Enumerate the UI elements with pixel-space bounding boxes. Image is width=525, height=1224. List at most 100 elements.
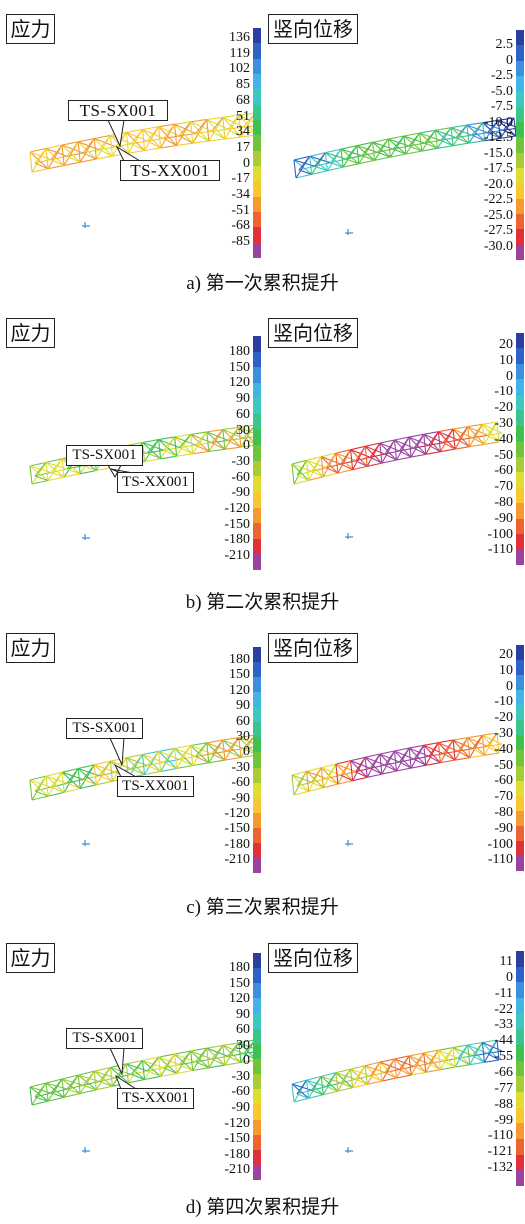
truss-member bbox=[131, 768, 145, 776]
truss-member bbox=[176, 121, 192, 146]
truss-member bbox=[208, 448, 225, 453]
scale-tick-label: 0 bbox=[506, 368, 513, 384]
truss-member bbox=[364, 446, 368, 467]
scale-tick-label: -100 bbox=[487, 836, 513, 852]
color-band bbox=[516, 487, 524, 504]
truss-member bbox=[320, 456, 324, 477]
truss-member bbox=[428, 742, 439, 757]
truss-member bbox=[467, 737, 471, 758]
scale-tick-label: 30 bbox=[236, 729, 250, 744]
truss-member bbox=[442, 428, 454, 444]
truss-member bbox=[66, 155, 81, 163]
truss-member bbox=[131, 1073, 145, 1081]
truss-member bbox=[469, 1061, 485, 1066]
truss-member bbox=[190, 745, 194, 766]
truss-member bbox=[408, 1052, 424, 1057]
truss-member bbox=[311, 170, 328, 175]
truss-member bbox=[29, 147, 47, 153]
truss-member bbox=[80, 1089, 97, 1095]
truss-member bbox=[31, 479, 49, 485]
truss-member bbox=[408, 145, 422, 152]
truss-member bbox=[379, 1058, 395, 1063]
truss-member bbox=[408, 433, 424, 438]
truss-member bbox=[190, 434, 194, 454]
callout-ts-sx001: TS-SX001 bbox=[66, 718, 143, 739]
truss-member bbox=[355, 771, 368, 778]
truss-member bbox=[163, 137, 177, 146]
truss-member bbox=[352, 465, 368, 471]
truss-member bbox=[399, 1055, 410, 1070]
truss-member bbox=[163, 1067, 177, 1074]
truss-member bbox=[369, 753, 381, 769]
color-band bbox=[253, 953, 261, 969]
callout-ts-sx001: TS-SX001 bbox=[66, 445, 143, 466]
color-band bbox=[516, 1154, 524, 1171]
truss-member bbox=[174, 1054, 178, 1074]
truss-member bbox=[99, 149, 113, 157]
truss-member bbox=[498, 117, 515, 121]
color-band bbox=[516, 425, 524, 442]
truss-member bbox=[321, 1072, 337, 1077]
color-band bbox=[516, 1092, 524, 1108]
scale-tick-label: 0 bbox=[243, 155, 250, 171]
scale-tick-label: -180 bbox=[224, 532, 250, 548]
truss-member bbox=[147, 1070, 161, 1077]
truss-member bbox=[326, 778, 339, 785]
scale-tick-label: -10 bbox=[494, 694, 513, 710]
truss-member bbox=[408, 437, 412, 458]
color-band bbox=[253, 797, 261, 813]
scale-tick-label: -120 bbox=[224, 501, 250, 516]
scale-tick-label: -15.0 bbox=[483, 145, 513, 161]
truss-member bbox=[130, 129, 143, 145]
scale-tick-label: -90 bbox=[494, 820, 513, 836]
scale-tick-label: 90 bbox=[236, 1006, 250, 1022]
color-band bbox=[253, 707, 261, 723]
truss-member bbox=[240, 734, 256, 758]
truss-member bbox=[323, 472, 339, 478]
truss-member bbox=[222, 429, 226, 450]
truss-member bbox=[437, 742, 441, 763]
truss-member bbox=[34, 162, 49, 170]
truss-member bbox=[337, 780, 353, 785]
truss-member bbox=[110, 757, 127, 762]
scale-tick-label: -99 bbox=[494, 1112, 513, 1128]
color-scale-bar bbox=[516, 333, 524, 566]
truss-member bbox=[47, 1096, 65, 1102]
color-band bbox=[516, 1170, 524, 1187]
color-band bbox=[516, 30, 524, 46]
truss-member bbox=[434, 130, 438, 149]
scale-tick-label: -77 bbox=[494, 1080, 513, 1096]
truss-member bbox=[238, 112, 256, 116]
truss-member bbox=[324, 152, 328, 171]
truss-member bbox=[224, 136, 241, 140]
truss-member bbox=[83, 1084, 97, 1091]
truss-member bbox=[176, 1069, 193, 1074]
scale-tick-label: 17 bbox=[236, 139, 250, 155]
axis-triad-icon bbox=[345, 533, 353, 539]
scale-tick-label: -132 bbox=[487, 1160, 513, 1176]
truss-member bbox=[296, 474, 309, 481]
panel-a-drawing bbox=[29, 112, 520, 235]
scale-tick-label: -120 bbox=[224, 806, 250, 821]
color-band bbox=[253, 538, 261, 555]
truss-member bbox=[337, 1087, 353, 1092]
truss-member bbox=[484, 441, 500, 445]
color-band bbox=[253, 119, 261, 136]
truss-member bbox=[393, 148, 407, 155]
truss-member bbox=[224, 737, 240, 761]
axis-triad-icon bbox=[345, 229, 353, 235]
truss-member bbox=[291, 459, 307, 465]
stress-label: 应力 bbox=[6, 633, 55, 663]
truss-member bbox=[80, 469, 97, 475]
truss-member bbox=[403, 132, 420, 137]
truss-member bbox=[327, 166, 344, 172]
truss-member bbox=[369, 442, 381, 458]
truss-member bbox=[238, 1039, 256, 1044]
scale-tick-label: -27.5 bbox=[483, 223, 513, 238]
truss-member bbox=[314, 165, 328, 172]
scale-tick-label: -40 bbox=[494, 431, 513, 447]
panel-d-drawing bbox=[29, 1039, 503, 1153]
truss-member bbox=[421, 147, 438, 152]
truss-member bbox=[195, 119, 208, 134]
